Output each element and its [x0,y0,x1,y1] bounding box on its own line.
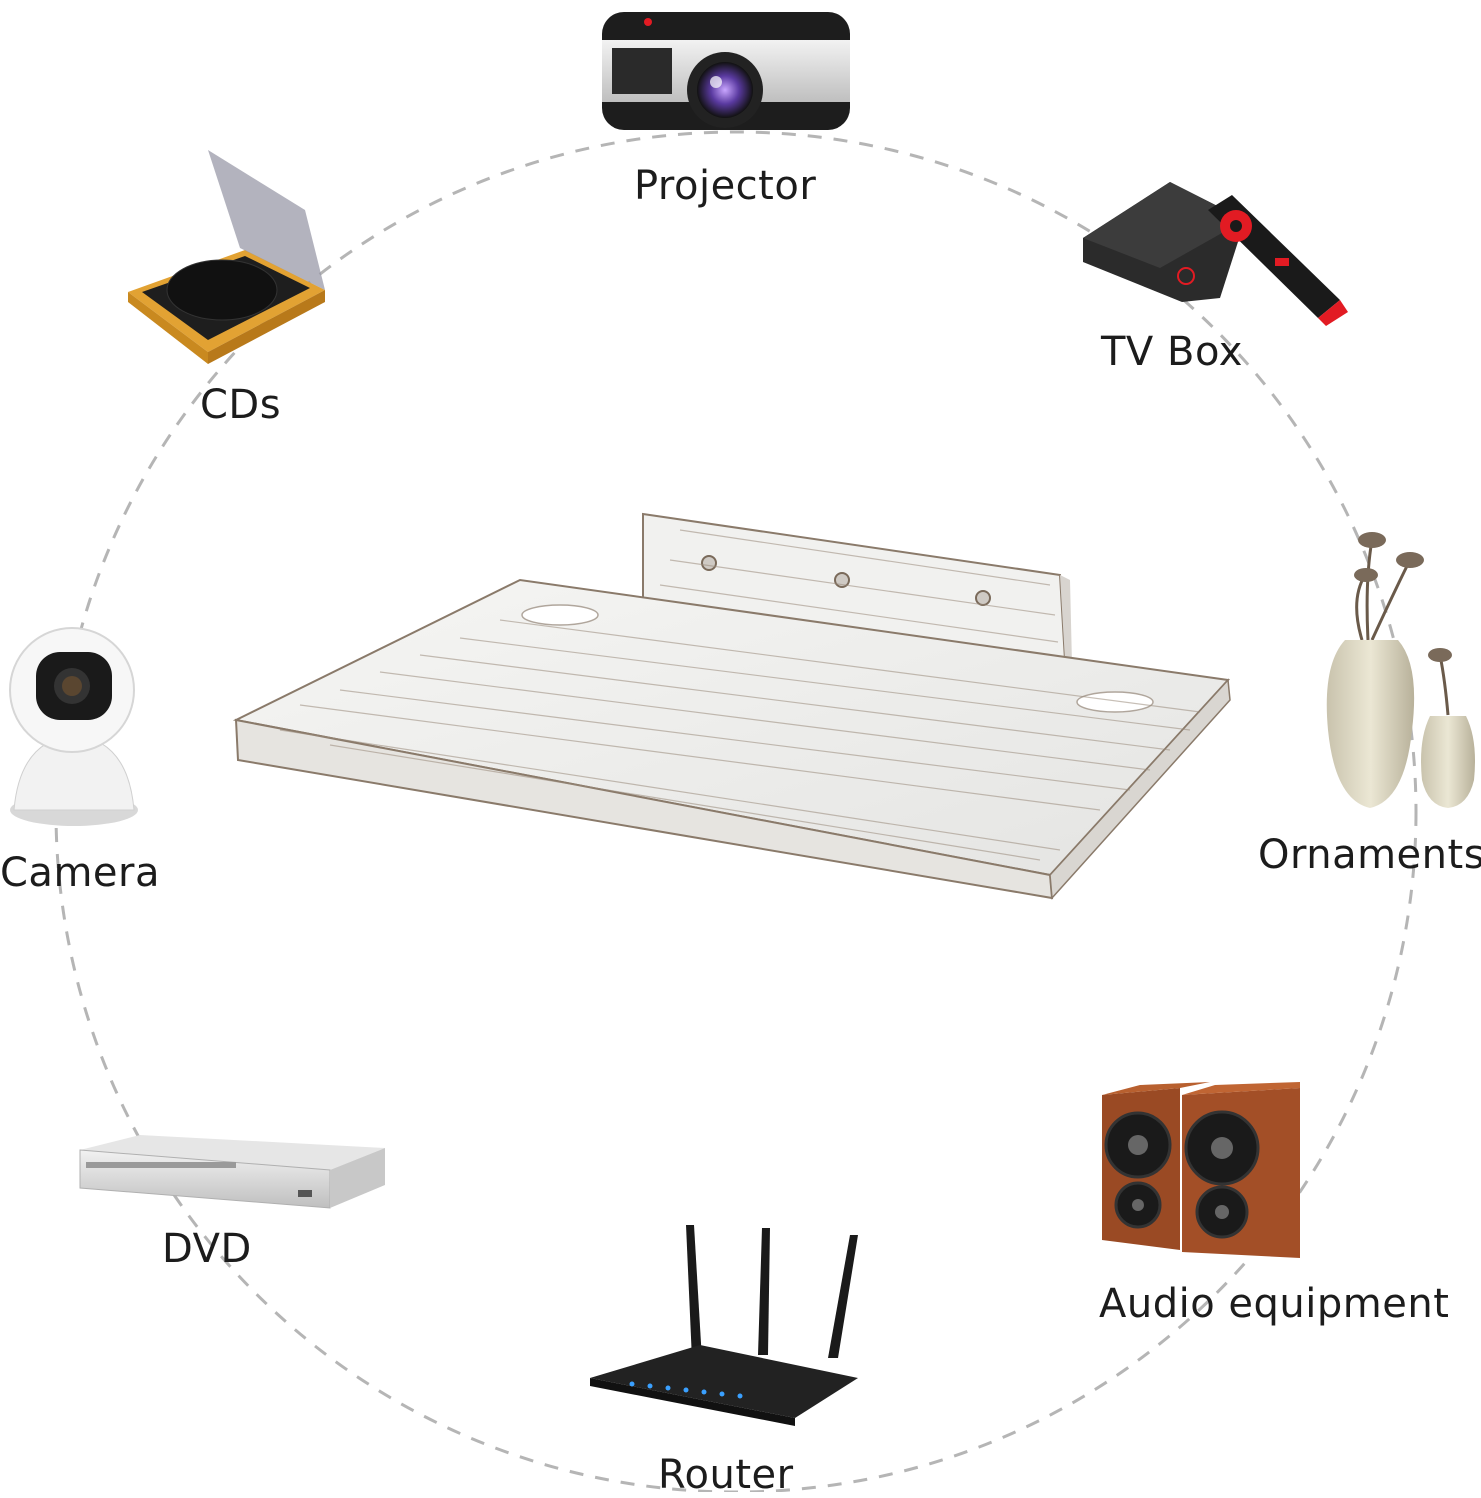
cd-player-icon [128,150,325,364]
label-projector: Projector [634,163,817,209]
label-camera: Camera [0,850,160,896]
label-tv-box: TV Box [1101,329,1243,375]
label-audio-equipment: Audio equipment [1099,1281,1450,1327]
security-camera-icon [9,627,138,826]
label-dvd: DVD [162,1226,252,1272]
label-ornaments: Ornaments [1258,832,1481,878]
label-cds: CDs [200,382,282,428]
floating-shelf-image [232,512,1231,900]
wifi-router-icon [590,1225,858,1426]
tv-box-icon [1083,182,1348,326]
dvd-player-icon [79,1135,385,1209]
label-router: Router [658,1452,794,1498]
speaker-pair-icon [1102,1082,1300,1258]
vase-ornament-icon [1326,532,1475,808]
projector-icon [602,12,850,130]
